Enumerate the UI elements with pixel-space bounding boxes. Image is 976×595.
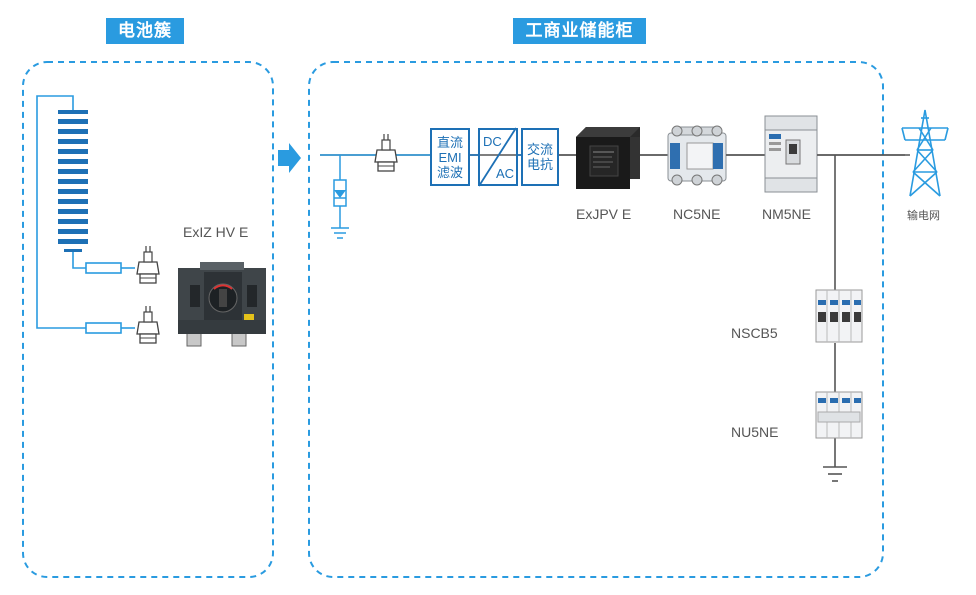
flow-arrow-icon <box>278 143 301 173</box>
reactor-line1: 交流 <box>526 142 553 157</box>
transmission-tower-icon <box>901 109 949 197</box>
mcb-label: NSCB5 <box>731 325 778 341</box>
fuse-holder-icon <box>136 245 160 284</box>
mccb-label: NM5NE <box>762 206 812 222</box>
relay-label: ExJPV E <box>576 206 632 222</box>
battery-cluster-header: 电池簇 <box>106 18 184 44</box>
spd-label: NU5NE <box>731 424 779 440</box>
relay-image <box>576 127 640 189</box>
mccb-image <box>764 115 818 193</box>
reactor-line2: 电抗 <box>526 157 553 172</box>
battery-cluster-box <box>22 61 274 578</box>
grid-label: 输电网 <box>907 210 940 222</box>
fuse-holder-icon <box>374 133 398 172</box>
ac-reactor-block: 交流 电抗 <box>521 128 559 186</box>
cabinet-box <box>308 61 884 578</box>
emi-line1: 直流 <box>436 135 463 150</box>
spd-image <box>815 391 863 439</box>
isolator-switch-image <box>178 262 266 347</box>
battery-stack <box>58 110 88 252</box>
emi-line3: 滤波 <box>436 165 463 180</box>
ac-label: AC <box>495 166 514 181</box>
contactor-image <box>667 125 727 186</box>
emi-line2: EMI <box>438 150 462 165</box>
fuse-holder-icon <box>136 305 160 344</box>
dc-emi-filter-block: 直流 EMI 滤波 <box>430 128 470 186</box>
dc-ac-inverter-block: DC AC <box>478 128 518 186</box>
dc-label: DC <box>483 134 502 149</box>
mcb-image <box>815 289 863 343</box>
contactor-label: NC5NE <box>673 206 721 222</box>
isolator-label: ExIZ HV E <box>183 224 249 240</box>
cabinet-header: 工商业储能柜 <box>513 18 646 44</box>
ground-icon <box>823 466 847 482</box>
dc-grounding-symbol <box>331 155 349 239</box>
